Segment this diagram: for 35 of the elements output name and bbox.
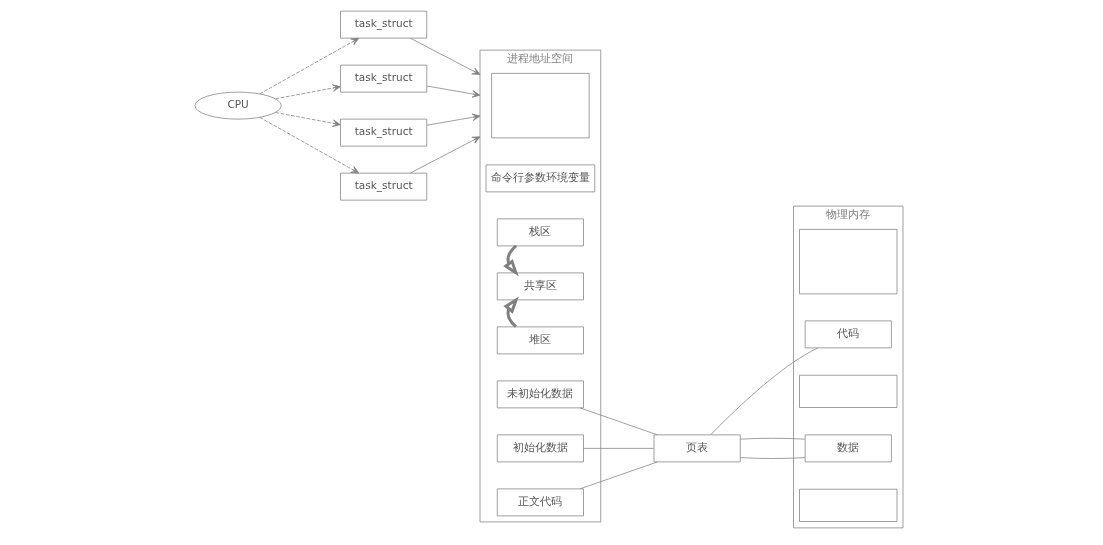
- arrow: [258, 117, 359, 174]
- arrow: [425, 113, 480, 126]
- arrow: [274, 112, 341, 127]
- node-box: task_struct: [339, 172, 427, 201]
- arrow: [502, 296, 519, 328]
- arrow: [409, 37, 480, 75]
- connector: [739, 437, 805, 440]
- node-box: task_struct: [339, 118, 427, 147]
- arrow: [258, 37, 359, 95]
- connector: [579, 407, 658, 436]
- arrow: [409, 136, 480, 174]
- connector: [739, 457, 805, 459]
- node-box: [490, 73, 589, 139]
- node-box: 堆区: [496, 326, 584, 355]
- node-box: 共享区: [496, 272, 584, 301]
- connector: [582, 448, 654, 449]
- node-box: 代码: [804, 320, 892, 349]
- connector: [579, 461, 658, 490]
- node-box: task_struct: [339, 64, 427, 93]
- node-box: task_struct: [339, 10, 427, 39]
- node-box: [798, 229, 897, 295]
- node-box: 栈区: [496, 218, 584, 247]
- node-box: 数据: [804, 434, 892, 463]
- node-box: 正文代码: [496, 488, 584, 517]
- node-box: 初始化数据: [496, 434, 584, 463]
- arrow: [274, 84, 341, 100]
- connector: [710, 347, 818, 435]
- node-ellipse: CPU: [194, 91, 282, 120]
- node-box: [798, 488, 897, 522]
- node-box: [798, 374, 897, 408]
- arrow: [425, 85, 480, 98]
- node-box: 未初始化数据: [496, 380, 584, 409]
- arrow: [502, 244, 519, 277]
- node-box: 页表: [653, 434, 741, 463]
- node-box: 命令行参数环境变量: [485, 164, 595, 193]
